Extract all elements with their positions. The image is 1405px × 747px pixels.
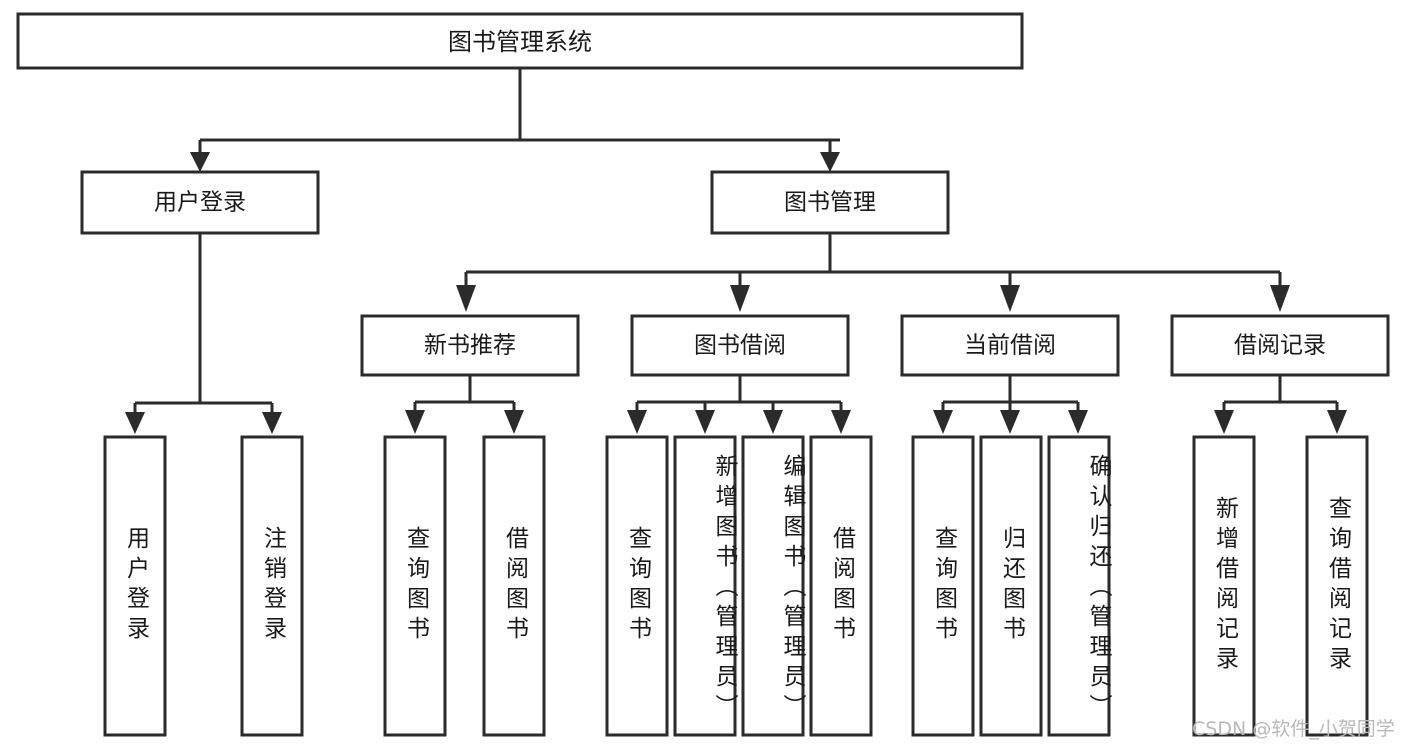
connector-currentborrow-to-leaves [933, 375, 1088, 434]
node-user-login-label: 用户登录 [154, 190, 246, 216]
arrow-head-icon [125, 412, 145, 434]
node-user-login[interactable]: 用户登录 [80, 170, 320, 235]
node-current-borrow[interactable]: 当前借阅 [900, 314, 1120, 377]
arrow-head-icon [1000, 410, 1020, 434]
arrow-head-icon [405, 410, 425, 434]
node-book-borrow-label: 图书借阅 [694, 333, 786, 359]
node-leaf-add-book[interactable] [673, 435, 737, 737]
node-leaf-borrow-book-1[interactable] [482, 435, 546, 737]
arrow-head-icon [627, 410, 647, 434]
node-book-manage-label: 图书管理 [784, 190, 876, 216]
arrow-head-icon [933, 410, 953, 434]
node-leaf-add-record[interactable] [1192, 435, 1256, 737]
node-borrow-record-label: 借阅记录 [1234, 333, 1326, 359]
node-leaf-query-book-1[interactable] [383, 435, 447, 737]
arrow-head-icon [730, 285, 750, 312]
node-leaf-edit-book[interactable] [741, 435, 805, 737]
node-borrow-record[interactable]: 借阅记录 [1170, 314, 1390, 377]
arrow-head-icon [456, 285, 476, 312]
arrow-head-icon [1214, 410, 1234, 434]
node-leaf-query-record[interactable] [1305, 435, 1369, 737]
node-new-book-recommend-label: 新书推荐 [424, 333, 516, 359]
arrow-head-icon [820, 152, 840, 172]
arrow-head-icon [1270, 285, 1290, 312]
node-new-book-recommend[interactable]: 新书推荐 [360, 314, 580, 377]
connector-borrowrecord-to-leaves [1214, 375, 1347, 434]
node-root-label: 图书管理系统 [448, 28, 592, 56]
node-leaf-query-book-2[interactable] [605, 435, 669, 737]
node-leaf-query-book-3[interactable] [911, 435, 975, 737]
arrow-head-icon [1327, 410, 1347, 434]
node-leaf-return-book[interactable] [979, 435, 1043, 737]
connector-root-to-level2 [190, 68, 840, 172]
arrow-head-icon [695, 410, 715, 434]
csdn-watermark: CSDN @软件_小贺同学 [1192, 718, 1395, 740]
arrow-head-icon [1068, 410, 1088, 434]
node-leaf-confirm-return[interactable] [1047, 435, 1111, 737]
connector-bookmanage-to-level3 [456, 233, 1290, 312]
arrow-head-icon [763, 410, 783, 434]
node-current-borrow-label: 当前借阅 [964, 333, 1056, 359]
node-leaf-logout-login[interactable] [240, 435, 304, 737]
node-root-system[interactable]: 图书管理系统 [16, 12, 1024, 70]
connector-newbook-to-leaves [405, 375, 524, 434]
arrow-head-icon [262, 412, 282, 434]
arrow-head-icon [1000, 285, 1020, 312]
connector-userlogin-to-leaves [125, 233, 282, 434]
arrow-head-icon [831, 410, 851, 434]
node-book-manage[interactable]: 图书管理 [710, 170, 950, 235]
connector-bookborrow-to-leaves [627, 375, 851, 434]
node-leaf-borrow-book-2[interactable] [809, 435, 873, 737]
arrow-head-icon [504, 410, 524, 434]
arrow-head-icon [190, 152, 210, 172]
node-book-borrow[interactable]: 图书借阅 [630, 314, 850, 377]
node-leaf-user-login[interactable] [103, 435, 167, 737]
